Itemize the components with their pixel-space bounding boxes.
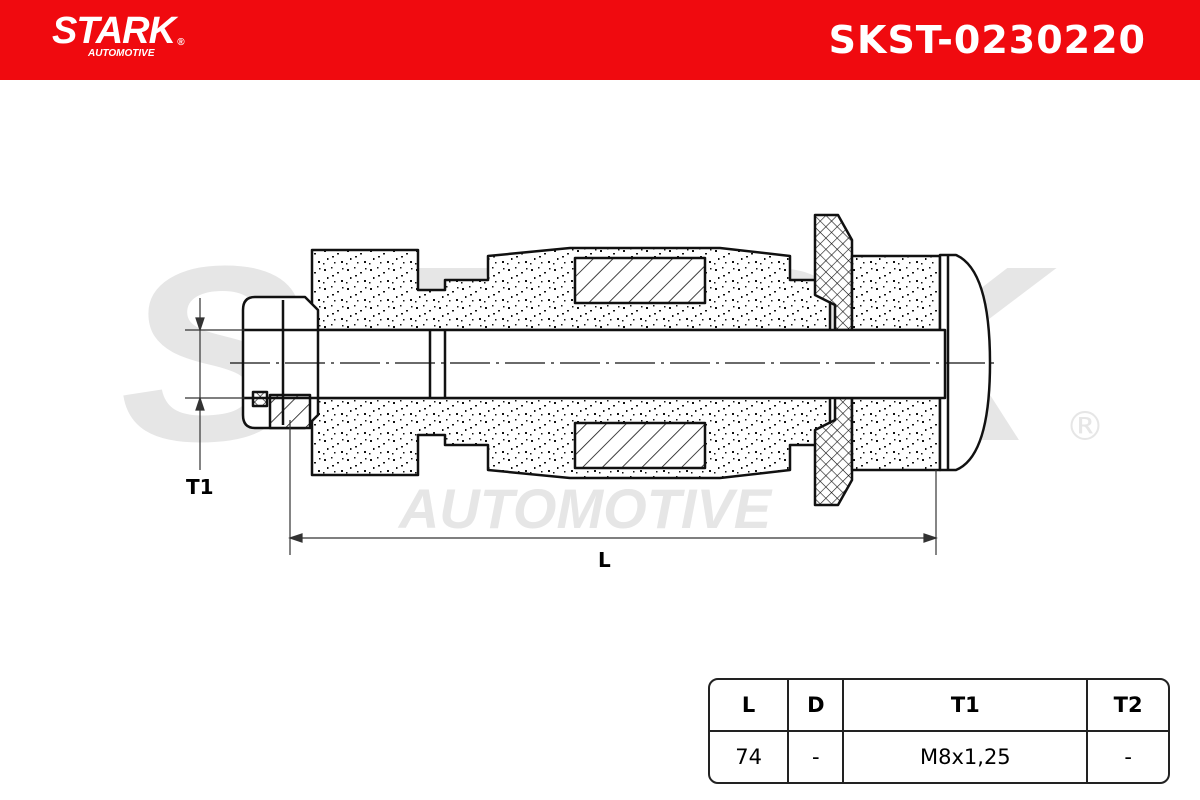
spec-header-d: D bbox=[789, 680, 845, 732]
logo-brand: STARK bbox=[52, 10, 176, 52]
spec-value-row: 74 - M8x1,25 - bbox=[710, 732, 1168, 782]
spec-header-t1: T1 bbox=[844, 680, 1089, 732]
header-bar: STARK® AUTOMOTIVE SKST-0230220 bbox=[0, 0, 1200, 80]
logo-sub: AUTOMOTIVE bbox=[88, 48, 155, 59]
bore bbox=[293, 328, 947, 400]
watermark-registered: ® bbox=[1065, 404, 1105, 450]
insert-lower bbox=[573, 421, 707, 470]
thread-label: T1 bbox=[186, 475, 214, 499]
watermark-sub: AUTOMOTIVE bbox=[397, 477, 773, 540]
spec-header-l: L bbox=[710, 680, 790, 732]
body-upper bbox=[310, 246, 832, 332]
spec-value-t2: - bbox=[1124, 745, 1132, 769]
spec-header-t2: T2 bbox=[1088, 680, 1168, 732]
spec-value-d: - bbox=[789, 732, 845, 782]
spec-value-t1: M8x1,25 bbox=[844, 732, 1089, 782]
stark-logo: STARK® AUTOMOTIVE bbox=[52, 10, 185, 59]
technical-drawing: STARK AUTOMOTIVE ® bbox=[120, 213, 1105, 555]
insert-upper bbox=[573, 256, 707, 305]
right-cylinder-upper bbox=[850, 254, 942, 332]
body-lower bbox=[310, 396, 832, 480]
spec-table: L D T1 T2 74 - M8x1,25 - bbox=[708, 678, 1170, 784]
dimension-length bbox=[288, 420, 938, 555]
length-label: L bbox=[598, 548, 611, 572]
part-number: SKST-0230220 bbox=[828, 18, 1146, 62]
spec-value-l: 74 bbox=[710, 732, 790, 782]
spec-header-row: L D T1 T2 bbox=[710, 680, 1168, 732]
logo-registered: ® bbox=[177, 37, 184, 48]
right-cylinder-lower bbox=[850, 396, 942, 472]
dimension-thread bbox=[185, 298, 245, 470]
